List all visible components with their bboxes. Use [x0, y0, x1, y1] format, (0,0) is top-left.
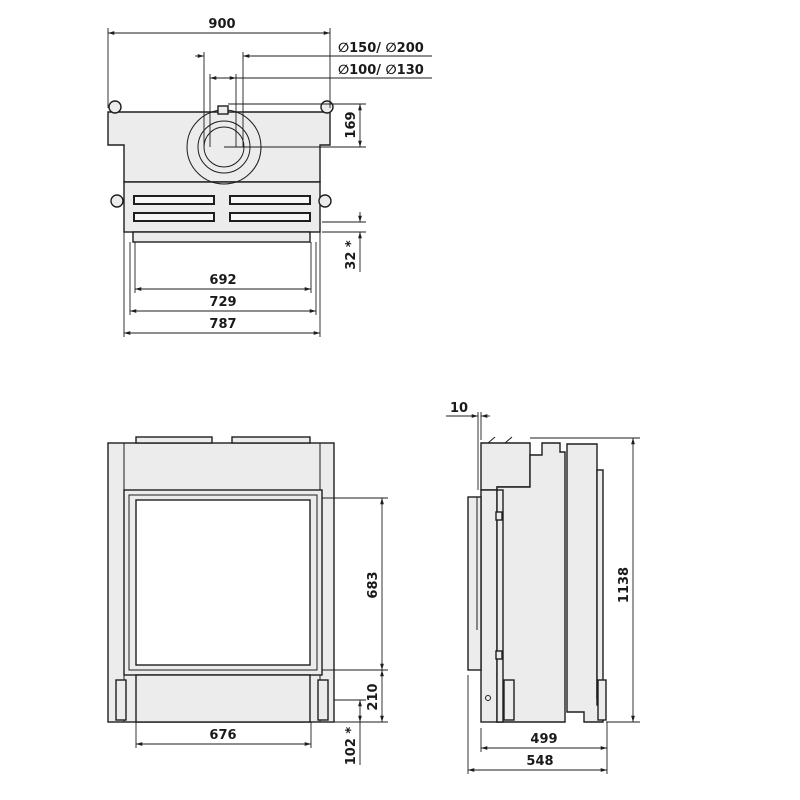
dim-169: 169 [344, 111, 359, 138]
dim-32: 32 * [344, 240, 359, 270]
glass-door [135, 499, 311, 666]
dim-787: 787 [209, 317, 236, 332]
dim-900: 900 [208, 17, 235, 32]
dim-1138: 1138 [617, 567, 632, 603]
dim-499: 499 [530, 732, 557, 747]
dim-683: 683 [366, 571, 381, 598]
dim-210: 210 [366, 683, 381, 710]
dim-548: 548 [526, 754, 553, 769]
side-view: 10 1138 499 548 [446, 401, 640, 774]
dim-flue-outer: ∅150/ ∅200 [338, 41, 424, 56]
dim-729: 729 [209, 295, 236, 310]
top-view: 900 ∅150/ ∅200 ∅100/ ∅130 169 32 * 692 7… [107, 17, 432, 337]
vent-slot [133, 195, 215, 205]
bolt-icon [108, 100, 334, 208]
vent-slot [229, 195, 311, 205]
dim-102: 102 * [344, 727, 359, 766]
vent-slot [133, 212, 215, 222]
dim-692: 692 [209, 273, 236, 288]
dim-10: 10 [450, 401, 468, 416]
dim-676: 676 [209, 728, 236, 743]
front-view: 683 210 102 * 676 [107, 436, 388, 766]
vent-slot [229, 212, 311, 222]
dim-flue-inner: ∅100/ ∅130 [338, 63, 424, 78]
